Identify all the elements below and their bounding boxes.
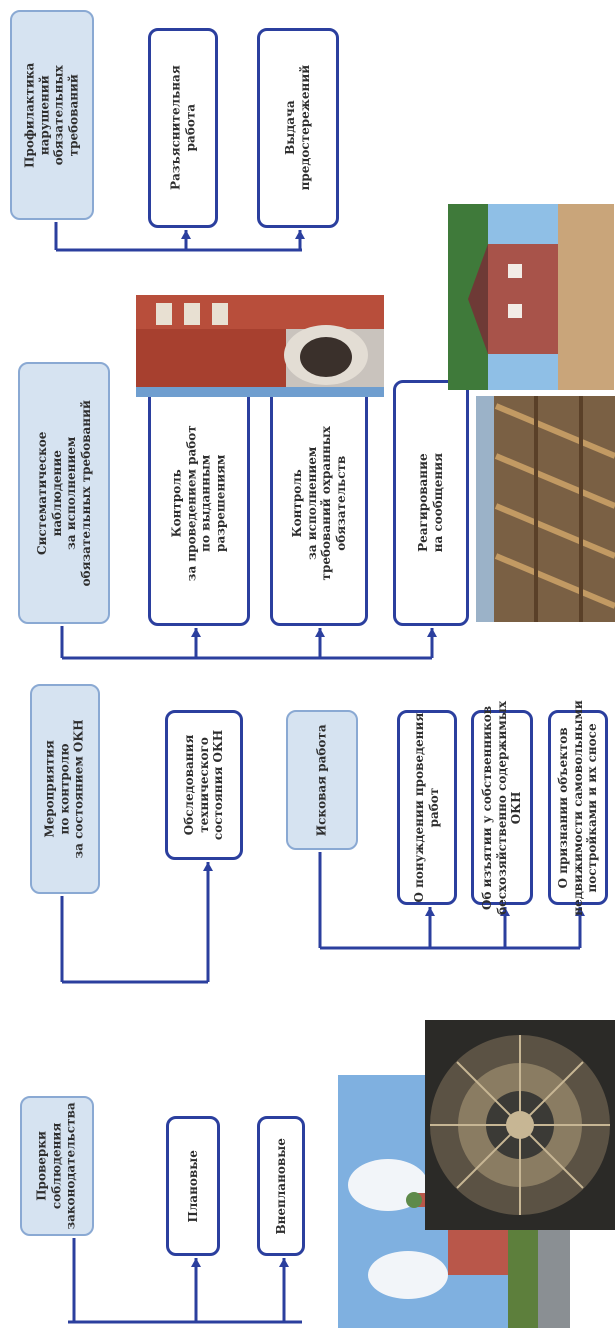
arrowhead [191,628,201,637]
arrowhead [575,907,585,916]
node-line: обязательств [333,455,348,551]
header-line: за исполнением [64,436,79,550]
node-line: Контроль [289,468,304,538]
node-line: О признании объектов [556,727,571,888]
node-unauthorized-construction: О признании объектов недвижимости самово… [548,700,608,915]
header-systematic-observation: Систематическое наблюдение за исполнение… [18,362,110,624]
header-line: Систематическое [34,431,49,555]
node-line: Реагирование [416,453,431,553]
arrowhead [425,907,435,916]
header-line: законодательства [64,1102,79,1230]
node-line: за исполнением [304,446,319,560]
node-line: предостережений [298,65,312,191]
node-line: О понуждении проведения [412,712,427,903]
arrowhead [500,907,510,916]
node-line: по выданным [199,454,213,552]
node-seizure: Об изъятии у собственников бесхозяйствен… [471,701,533,914]
node-unplanned: Внеплановые [257,1116,305,1256]
header-line: обязательных [52,65,67,165]
arrowhead [203,862,213,871]
arrowhead [427,628,437,637]
arrowhead [191,1258,201,1267]
node-line: постройками и их сносе [585,722,600,893]
node-line: разрешениям [213,454,228,552]
node-obligations-control: Контроль за исполнением требований охран… [270,380,368,626]
node-line: недвижимости самовольными [570,699,585,916]
header-line: требований [66,73,81,157]
node-line: Разъяснительная [168,65,183,191]
node-line: Внеплановые [273,1137,288,1235]
node-line: Об изъятии у собственников [480,705,495,910]
header-line: по контролю [57,743,72,835]
node-technical-survey: Обследования технического состояния ОКН [165,710,243,860]
node-line: ОКН [509,791,524,824]
header-inspections: Проверки соблюдения законодательства [20,1096,94,1236]
node-line: Выдача [283,100,298,156]
header-line: наблюдение [49,449,64,537]
header-condition-control: Мероприятия по контролю за состоянием ОК… [30,684,100,894]
node-line: Плановые [185,1149,200,1223]
node-reports-response: Реагирование на сообщения [393,380,469,626]
node-warnings: Выдача предостережений [257,28,339,228]
header-line: Мероприятия [43,740,58,838]
node-line: работа [183,104,197,152]
header-lawsuits: Исковая работа [286,710,358,850]
photo-dome-interior [425,1020,615,1230]
arrowhead [181,230,191,239]
node-line: за проведением работ [184,425,199,581]
header-prevention: Профилактика нарушений обязательных треб… [10,10,94,220]
node-works-control: Контроль за проведением работ по выданны… [148,380,250,626]
node-compel-works: О понуждении проведения работ [397,710,457,905]
header-line: за состоянием ОКН [72,719,87,859]
node-line: требований охранных [319,425,334,581]
node-line: Обследования [182,734,197,836]
photo-red-brick-gate [136,295,384,397]
header-line: Профилактика [22,62,37,168]
node-line: бесхозяйственно содержимых [494,700,509,915]
photo-roof-timber [476,396,615,622]
header-line: обязательных требований [78,399,93,587]
node-line: состояния ОКН [211,729,226,841]
node-planned: Плановые [166,1116,220,1256]
node-line: технического [196,737,211,833]
node-line: Контроль [169,468,184,538]
header-line: соблюдения [49,1122,64,1210]
arrowhead [279,1258,289,1267]
node-explanatory-work: Разъяснительная работа [148,28,218,228]
node-line: на сообщения [431,453,446,553]
photo-ruined-building [448,204,614,390]
arrowhead [315,628,325,637]
header-line: нарушений [37,75,52,155]
node-line: работ [427,787,442,828]
header-line: Исковая работа [314,724,329,836]
arrowhead [295,230,305,239]
header-line: Проверки [35,1131,50,1201]
